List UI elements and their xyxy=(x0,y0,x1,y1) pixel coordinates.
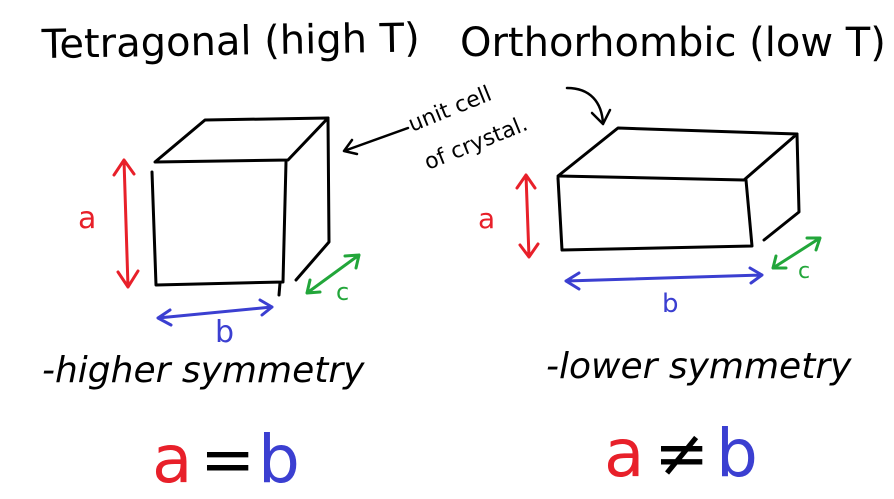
unit-cell-annotation: unit cell of crystal. xyxy=(342,82,612,176)
orthorhombic-c-label: c xyxy=(798,259,810,284)
tetragonal-c-arrow xyxy=(305,253,361,295)
orthorhombic-c-arrow xyxy=(771,236,822,270)
relation-not-equal-sign: ≠ xyxy=(654,415,709,492)
tetragonal-title: Tetragonal (high T) xyxy=(40,15,420,68)
orthorhombic-title: Orthorhombic (low T) xyxy=(460,20,886,66)
tetragonal-b-arrow xyxy=(156,298,274,327)
relation-b: b xyxy=(258,421,300,498)
relation-a: a xyxy=(152,421,192,498)
orthorhombic-unit-cell xyxy=(556,126,801,252)
tetragonal-panel: Tetragonal (high T) a b c -higher symmet… xyxy=(40,15,420,498)
tetragonal-c-label: c xyxy=(336,278,349,306)
tetragonal-relation: a = b xyxy=(152,421,300,498)
annotation-arrow-right xyxy=(565,86,612,126)
orthorhombic-b-arrow xyxy=(564,266,764,291)
orthorhombic-symmetry-note: -lower symmetry xyxy=(546,346,852,387)
tetragonal-a-label: a xyxy=(78,201,96,236)
orthorhombic-panel: Orthorhombic (low T) a b c -lower symmet… xyxy=(460,20,886,492)
tetragonal-b-label: b xyxy=(215,315,234,350)
tetragonal-unit-cell xyxy=(150,116,331,297)
orthorhombic-relation: a ≠ b xyxy=(604,415,758,492)
annotation-arrow-left xyxy=(342,126,410,156)
relation-a: a xyxy=(604,415,644,492)
tetragonal-a-arrow xyxy=(112,158,140,289)
relation-b: b xyxy=(716,415,758,492)
tetragonal-symmetry-note: -higher symmetry xyxy=(42,350,365,391)
orthorhombic-a-label: a xyxy=(478,202,495,235)
relation-equals-sign: = xyxy=(200,421,255,498)
orthorhombic-a-arrow xyxy=(515,173,540,259)
orthorhombic-b-label: b xyxy=(662,289,679,319)
